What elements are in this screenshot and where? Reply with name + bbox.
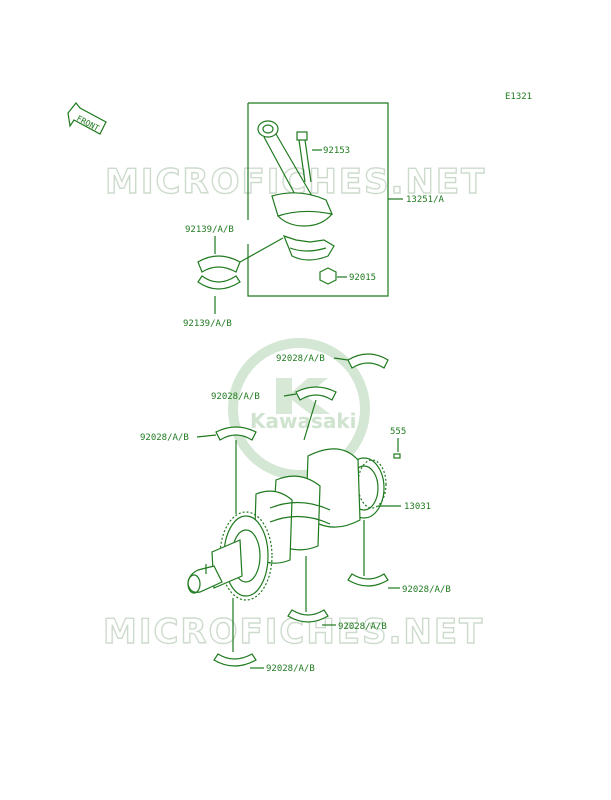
label-92028-4: 92028/A/B (402, 585, 451, 595)
label-92028-2: 92028/A/B (211, 392, 260, 402)
crankshaft-icon (187, 448, 387, 601)
rod-bolt-icon (296, 131, 312, 183)
rod-cap-icon (282, 235, 335, 261)
conrod-assembly-box (247, 102, 403, 297)
main-bearing-5-icon (287, 609, 329, 623)
main-bearing-3-icon (215, 426, 257, 441)
label-13251a: 13251/A (406, 195, 445, 205)
label-13031: 13031 (404, 502, 431, 512)
main-bearing-1-icon (347, 353, 389, 369)
front-arrow-icon: FRONT (67, 102, 107, 135)
conrod-bearing-upper-icon (197, 255, 241, 273)
label-92028-6: 92028/A/B (266, 664, 315, 674)
main-bearing-2-icon (295, 386, 337, 401)
label-92139-upper: 92139/A/B (185, 225, 234, 235)
label-92015: 92015 (349, 273, 376, 283)
label-92028-3: 92028/A/B (140, 433, 189, 443)
conrod-bearing-lower-icon (197, 275, 241, 290)
label-92139-lower: 92139/A/B (183, 319, 232, 329)
label-555: 555 (390, 427, 406, 437)
label-92028-5: 92028/A/B (338, 622, 387, 632)
kawasaki-wordmark: Kawasaki (250, 409, 357, 433)
key-icon (393, 453, 401, 459)
kawasaki-logo: Kawasaki (228, 338, 370, 480)
label-92153: 92153 (323, 146, 350, 156)
main-bearing-6-icon (213, 653, 257, 667)
connecting-rod-icon (257, 120, 334, 227)
rod-nut-icon (319, 267, 337, 285)
diagram-code: E1321 (505, 92, 532, 102)
label-92028-1: 92028/A/B (276, 354, 325, 364)
main-bearing-4-icon (347, 573, 389, 587)
